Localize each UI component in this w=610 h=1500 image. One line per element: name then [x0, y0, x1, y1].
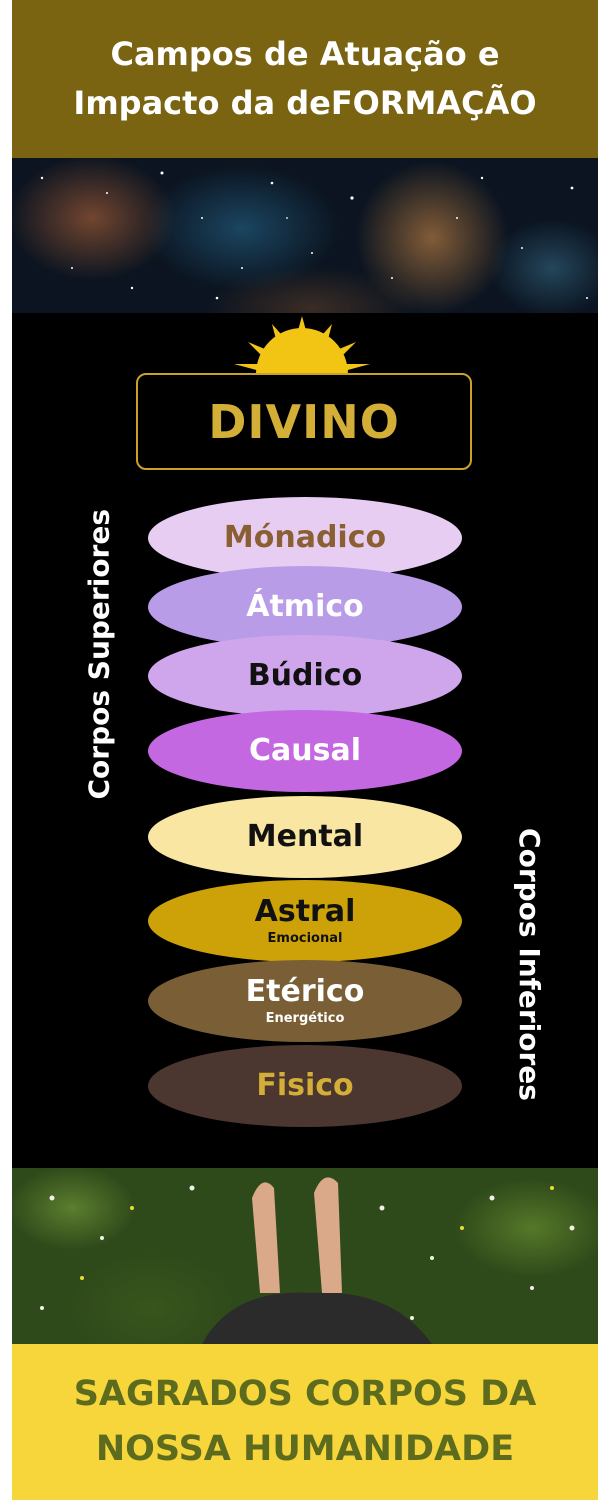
layer-budico: Búdico	[148, 635, 462, 717]
layer-subtitle: Energético	[265, 1011, 345, 1026]
header-title: Campos de Atuação e Impacto da deFORMAÇÃ…	[73, 35, 537, 122]
layer-atmico: Átmico	[148, 566, 462, 648]
layer-name: Astral	[254, 894, 356, 929]
space-nebula-image	[12, 158, 598, 313]
divino-label: DIVINO	[208, 394, 400, 449]
footer-banner: SAGRADOS CORPOS DA NOSSA HUMANIDADE	[12, 1344, 598, 1500]
layer-name: Búdico	[247, 658, 363, 693]
layer-name: Mónadico	[223, 520, 387, 555]
footer-title: SAGRADOS CORPOS DA NOSSA HUMANIDADE	[73, 1374, 537, 1469]
layer-causal: Causal	[148, 710, 462, 792]
layer-name: Mental	[246, 819, 364, 854]
layer-name: Fisico	[256, 1068, 354, 1103]
layer-eterico: Etérico Energético	[148, 960, 462, 1042]
layer-fisico: Fisico	[148, 1045, 462, 1127]
lower-bodies-label: Corpos Inferiores	[513, 828, 546, 1101]
layer-name: Causal	[248, 733, 361, 768]
upper-bodies-label: Corpos Superiores	[82, 508, 116, 800]
divino-box: DIVINO	[136, 373, 472, 470]
layer-monadico: Mónadico	[148, 497, 462, 579]
layer-name: Etérico	[245, 974, 365, 1009]
sun-icon	[234, 316, 370, 374]
grass-and-feet	[40, 1177, 575, 1344]
star-field	[40, 171, 588, 300]
grass-feet-image	[12, 1168, 598, 1344]
header-banner: Campos de Atuação e Impacto da deFORMAÇÃ…	[12, 0, 598, 158]
layer-subtitle: Emocional	[267, 931, 343, 946]
layer-name: Átmico	[246, 589, 364, 624]
layer-mental: Mental	[148, 796, 462, 878]
layer-astral: Astral Emocional	[148, 880, 462, 962]
infographic: Campos de Atuação e Impacto da deFORMAÇÃ…	[12, 0, 598, 1500]
